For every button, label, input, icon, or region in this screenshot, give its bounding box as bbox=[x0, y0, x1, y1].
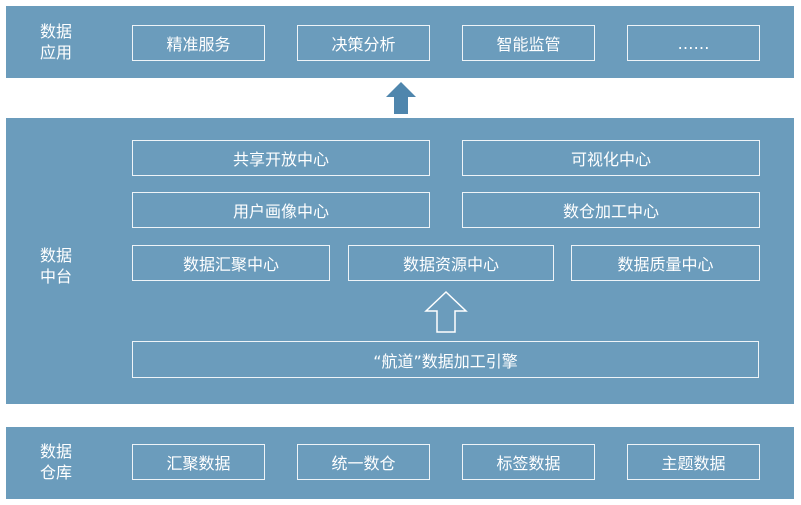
data-warehouse-label: 数据 仓库 bbox=[40, 441, 80, 483]
platform-resource-center: 数据资源中心 bbox=[348, 245, 554, 281]
data-warehouse-layer bbox=[6, 427, 794, 499]
platform-warehouse-processing-center: 数仓加工中心 bbox=[462, 192, 760, 228]
label-line-2: 中台 bbox=[40, 267, 73, 286]
warehouse-tag-data: 标签数据 bbox=[462, 444, 595, 480]
label-line-2: 应用 bbox=[40, 43, 73, 62]
platform-user-profile-center: 用户画像中心 bbox=[132, 192, 430, 228]
platform-visualization-center: 可视化中心 bbox=[462, 140, 760, 176]
hollow-up-arrow bbox=[424, 290, 468, 333]
label-line-1: 数据 bbox=[40, 246, 73, 265]
label-line-1: 数据 bbox=[40, 442, 73, 461]
app-item-smart-supervision: 智能监管 bbox=[462, 25, 595, 61]
platform-sharing-center: 共享开放中心 bbox=[132, 140, 430, 176]
app-item-more: …… bbox=[627, 25, 760, 61]
data-application-layer bbox=[6, 6, 794, 78]
processing-engine: “航道”数据加工引擎 bbox=[132, 341, 759, 378]
data-application-label: 数据 应用 bbox=[40, 21, 80, 63]
platform-quality-center: 数据质量中心 bbox=[571, 245, 760, 281]
data-platform-layer bbox=[6, 118, 794, 404]
warehouse-unified-warehouse: 统一数仓 bbox=[297, 444, 430, 480]
label-line-1: 数据 bbox=[40, 22, 73, 41]
app-item-decision-analysis: 决策分析 bbox=[297, 25, 430, 61]
warehouse-topic-data: 主题数据 bbox=[627, 444, 760, 480]
solid-up-arrow bbox=[386, 82, 416, 114]
platform-aggregation-center: 数据汇聚中心 bbox=[132, 245, 330, 281]
app-item-precise-service: 精准服务 bbox=[132, 25, 265, 61]
warehouse-aggregated-data: 汇聚数据 bbox=[132, 444, 265, 480]
label-line-2: 仓库 bbox=[40, 463, 73, 482]
data-platform-label: 数据 中台 bbox=[40, 245, 80, 287]
